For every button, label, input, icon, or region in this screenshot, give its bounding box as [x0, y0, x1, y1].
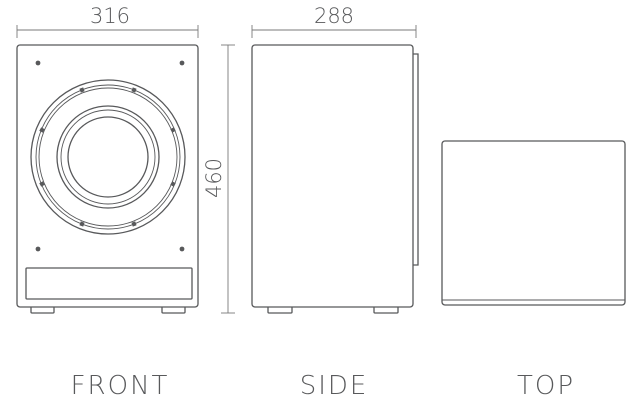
- mount-tab: [79, 221, 85, 227]
- side-foot-front: [267, 307, 293, 314]
- front-bottom-panel: [25, 267, 193, 300]
- top-cabinet: [441, 140, 626, 306]
- driver-outer-frame: [30, 79, 186, 235]
- mount-tab: [170, 127, 176, 133]
- mount-tab: [131, 221, 137, 227]
- height-label: 460: [202, 158, 226, 198]
- side-depth-label: 288: [314, 4, 354, 28]
- mount-tab: [170, 181, 176, 187]
- side-view: 288: [251, 4, 419, 314]
- front-foot-right: [161, 307, 186, 314]
- driver-mount-ring: [38, 87, 178, 227]
- front-view-label: FRONT: [71, 371, 170, 401]
- driver-frame-inner: [35, 84, 181, 230]
- height-dimension: 460: [202, 44, 235, 314]
- side-rear-panel: [413, 53, 419, 266]
- front-view: 316: [16, 4, 199, 314]
- driver-surround: [56, 105, 160, 209]
- mount-tab: [39, 181, 45, 187]
- front-width-label: 316: [90, 4, 130, 28]
- screw-bottom-right: [179, 246, 185, 252]
- top-view-label: TOP: [517, 371, 575, 401]
- driver-mount-tabs: [39, 87, 176, 227]
- driver-cone: [67, 116, 149, 198]
- side-foot-rear: [373, 307, 399, 314]
- side-view-label: SIDE: [300, 371, 369, 401]
- screw-top-right: [179, 60, 185, 66]
- front-cabinet: [16, 44, 199, 308]
- screw-top-left: [35, 60, 41, 66]
- top-view: [441, 140, 626, 306]
- screw-bottom-left: [35, 246, 41, 252]
- driver-surround-inner: [60, 109, 156, 205]
- side-cabinet: [251, 44, 414, 308]
- mount-tab: [39, 127, 45, 133]
- front-foot-left: [30, 307, 55, 314]
- mount-tab: [79, 87, 85, 93]
- mount-tab: [131, 87, 137, 93]
